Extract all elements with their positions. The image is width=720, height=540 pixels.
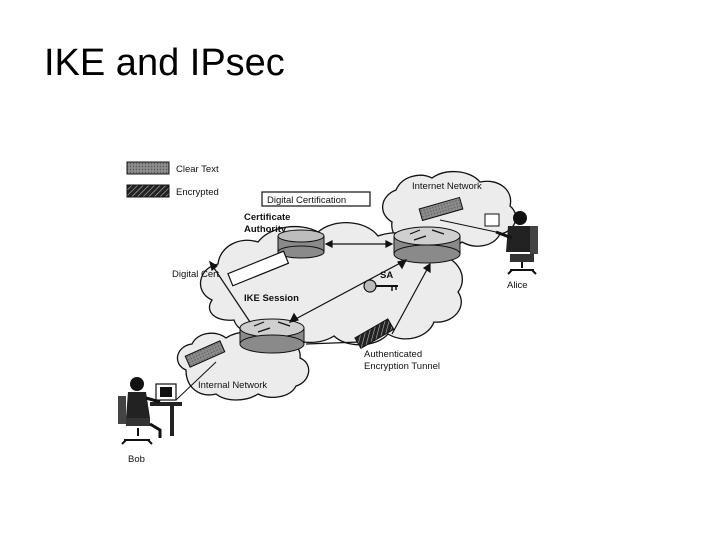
alice-label: Alice <box>507 280 528 291</box>
slide-title: IKE and IPsec <box>44 42 285 84</box>
certificate-authority-label-2: Authority <box>244 224 287 235</box>
certificate-authority-server <box>277 229 325 259</box>
arrowhead-ca-router-left <box>324 240 333 248</box>
router-bottom-left <box>239 318 305 354</box>
clear-packet-bottom <box>184 340 226 368</box>
arrowhead-digital-cert <box>209 260 219 272</box>
alice-laptop-icon <box>484 213 500 227</box>
alice-person-icon <box>513 211 527 225</box>
arrow-digital-cert <box>209 261 251 323</box>
key-icon <box>363 279 398 293</box>
legend-encrypted-text: Encrypted <box>176 187 219 198</box>
authenticated-tunnel-label-1: Authenticated <box>364 349 422 360</box>
internet-network-top-label: Internet Network <box>412 181 482 192</box>
encrypted-packet <box>354 318 395 350</box>
arrowhead-ike-bottom <box>288 312 299 323</box>
bob-person-icon <box>130 377 144 391</box>
alice-workstation <box>484 211 538 275</box>
sa-label: SA <box>380 270 393 281</box>
arrow-tunnel-left <box>305 341 361 345</box>
digital-certification-box <box>261 191 371 207</box>
clear-packet-top <box>418 196 464 222</box>
certificate-authority-label-1: Certificate <box>244 212 290 223</box>
line-router-alice <box>439 219 497 233</box>
arrow-tunnel-right <box>391 263 431 335</box>
router-top-right <box>393 226 461 264</box>
legend: Clear Text Encrypted <box>126 161 219 198</box>
legend-encrypted-swatch <box>126 184 170 198</box>
line-router-bob <box>175 361 217 401</box>
bob-workstation <box>118 377 182 445</box>
ike-session-label: IKE Session <box>244 293 299 304</box>
digital-cert-label: Digital Cert <box>172 269 219 280</box>
arrow-ike-session <box>289 259 407 323</box>
bob-label: Bob <box>128 454 145 465</box>
arrowhead-ike-top <box>397 259 408 270</box>
legend-clear-swatch <box>126 161 170 175</box>
arrowhead-tunnel-top <box>422 262 431 274</box>
authenticated-tunnel-label-2: Encryption Tunnel <box>364 361 440 372</box>
legend-clear-text: Clear Text <box>176 164 219 175</box>
flow-arrows <box>209 240 431 345</box>
internal-network-bottom-label: Internal Network <box>198 380 267 391</box>
arrowhead-ca-router-right <box>385 240 394 248</box>
digital-cert-card <box>227 250 290 287</box>
digital-certification-label: Digital Certification <box>267 195 346 206</box>
